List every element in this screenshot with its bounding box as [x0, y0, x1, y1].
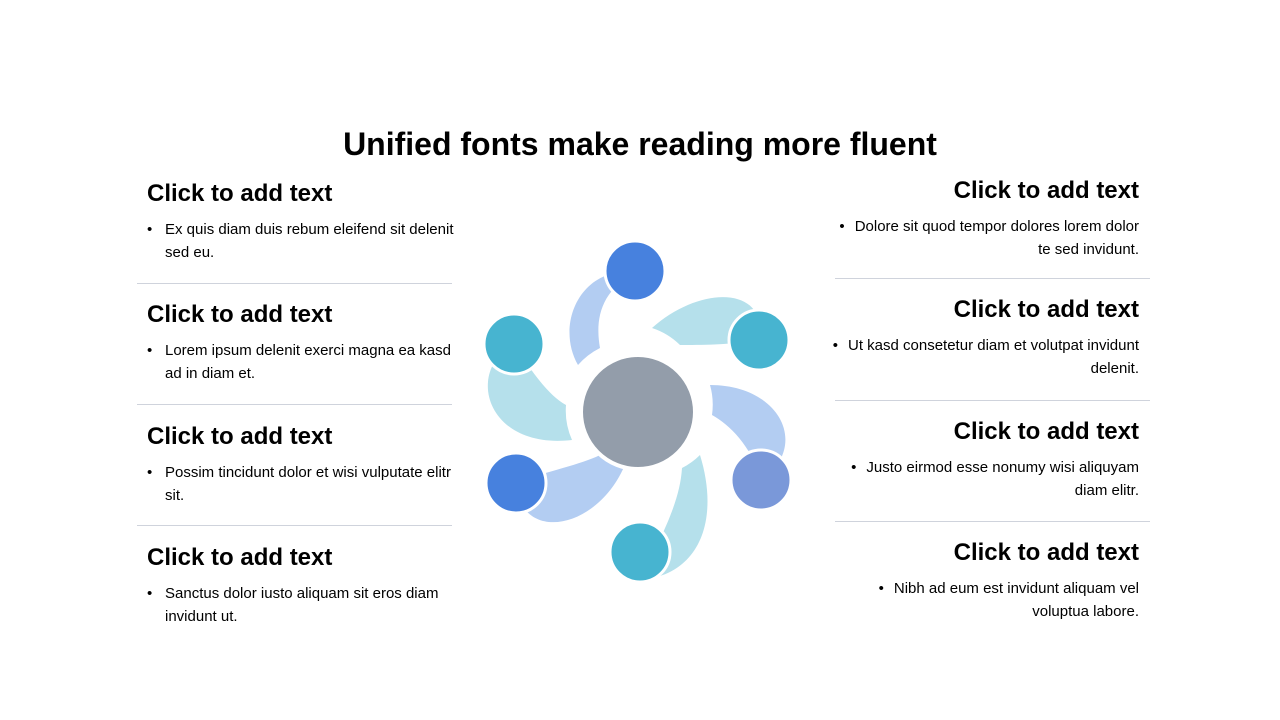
block-bullet-text: Possim tincidunt dolor et wisi vulputate…: [165, 464, 451, 504]
block-bullet[interactable]: • Dolore sit quod tempor dolores lorem do…: [819, 215, 1149, 261]
block-bullet-text: Justo eirmod esse nonumy wisi aliquyam d…: [866, 459, 1139, 499]
left-text-block-2[interactable]: Click to add text • Lorem ipsum delenit e…: [137, 301, 467, 385]
block-heading[interactable]: Click to add text: [953, 296, 1139, 323]
left-divider-3: [137, 525, 452, 526]
block-bullet[interactable]: • Nibh ad eum est invidunt aliquam vel vo…: [819, 577, 1149, 623]
block-bullet-text: Sanctus dolor iusto aliquam sit eros dia…: [165, 585, 439, 625]
right-text-block-4[interactable]: Click to add text • Nibh ad eum est invid…: [819, 539, 1149, 623]
bullet-dot-icon: •: [878, 580, 884, 597]
node-dot-lower-left[interactable]: [484, 451, 548, 515]
right-divider-3: [835, 521, 1150, 522]
bullet-dot-icon: •: [851, 459, 857, 476]
left-divider-2: [137, 404, 452, 405]
block-bullet-text: Ex quis diam duis rebum eleifend sit del…: [165, 221, 454, 261]
right-text-block-2[interactable]: Click to add text • Ut kasd consetetur di…: [819, 296, 1149, 380]
pinwheel-diagram: [482, 239, 793, 584]
node-dot-bottom[interactable]: [608, 520, 672, 584]
block-bullet[interactable]: • Ut kasd consetetur diam et volutpat inv…: [819, 334, 1149, 380]
block-bullet[interactable]: • Ex quis diam duis rebum eleifend sit de…: [137, 218, 467, 264]
node-dot-top[interactable]: [603, 239, 667, 303]
petal-lower-left[interactable]: [516, 455, 626, 523]
bullet-dot-icon: •: [147, 342, 153, 359]
right-divider-2: [835, 400, 1150, 401]
right-divider-1: [835, 278, 1150, 279]
block-heading[interactable]: Click to add text: [147, 544, 333, 571]
block-bullet[interactable]: • Lorem ipsum delenit exerci magna ea kas…: [137, 339, 467, 385]
block-bullet-text: Nibh ad eum est invidunt aliquam vel vol…: [893, 580, 1139, 620]
bullet-dot-icon: •: [147, 464, 153, 481]
block-bullet-text: Ut kasd consetetur diam et volutpat invi…: [848, 337, 1139, 377]
node-dot-right[interactable]: [729, 448, 793, 512]
right-text-block-1[interactable]: Click to add text • Dolore sit quod tempo…: [819, 177, 1149, 261]
block-heading[interactable]: Click to add text: [147, 301, 333, 328]
node-dot-upper-right[interactable]: [727, 308, 791, 372]
block-bullet-text: Dolore sit quod tempor dolores lorem dol…: [854, 218, 1139, 258]
block-bullet[interactable]: • Sanctus dolor iusto aliquam sit eros di…: [137, 582, 467, 628]
block-bullet-text: Lorem ipsum delenit exerci magna ea kasd…: [165, 342, 451, 382]
left-divider-1: [137, 283, 452, 284]
bullet-dot-icon: •: [832, 337, 838, 354]
center-circle[interactable]: [579, 353, 697, 471]
block-heading[interactable]: Click to add text: [953, 539, 1139, 566]
bullet-dot-icon: •: [147, 585, 153, 602]
block-heading[interactable]: Click to add text: [147, 423, 333, 450]
left-text-block-4[interactable]: Click to add text • Sanctus dolor iusto a…: [137, 544, 467, 628]
left-text-block-3[interactable]: Click to add text • Possim tincidunt dolo…: [137, 423, 467, 507]
bullet-dot-icon: •: [147, 221, 153, 238]
block-heading[interactable]: Click to add text: [147, 180, 333, 207]
slide-title: Unified fonts make reading more fluent: [343, 126, 937, 162]
block-heading[interactable]: Click to add text: [953, 418, 1139, 445]
node-dot-left[interactable]: [482, 312, 546, 376]
block-bullet[interactable]: • Possim tincidunt dolor et wisi vulputat…: [137, 461, 467, 507]
bullet-dot-icon: •: [839, 218, 845, 235]
left-text-block-1[interactable]: Click to add text • Ex quis diam duis reb…: [137, 180, 467, 264]
right-text-block-3[interactable]: Click to add text • Justo eirmod esse non…: [819, 418, 1149, 502]
block-bullet[interactable]: • Justo eirmod esse nonumy wisi aliquyam …: [819, 456, 1149, 502]
petal-top[interactable]: [569, 271, 638, 365]
block-heading[interactable]: Click to add text: [953, 177, 1139, 204]
